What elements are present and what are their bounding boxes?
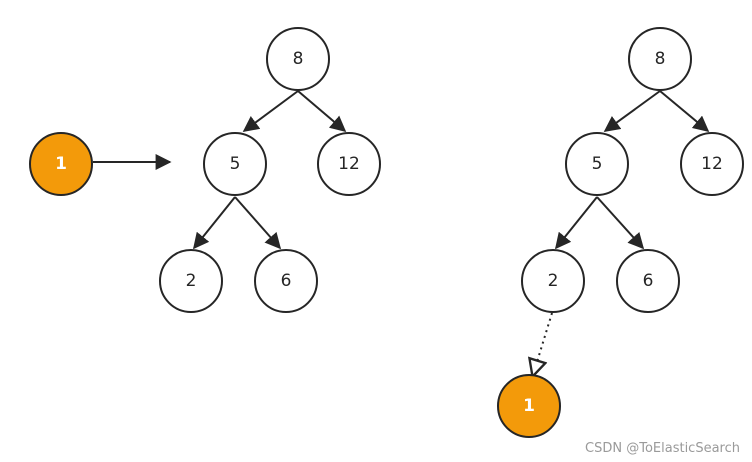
tree-node-left-left: 2 — [159, 249, 223, 313]
node-label: 5 — [230, 154, 241, 174]
node-label: 12 — [338, 154, 360, 174]
edge-2-to-1-dotted — [533, 312, 553, 375]
node-label: 8 — [293, 49, 304, 69]
watermark: CSDN @ToElasticSearch — [585, 441, 740, 456]
tree-node-left-left: 2 — [521, 249, 585, 313]
inserted-node: 1 — [497, 374, 561, 438]
node-label: 2 — [548, 271, 559, 291]
tree-node-left-right: 6 — [616, 249, 680, 313]
incoming-node: 1 — [29, 132, 93, 196]
edge-5-to-6 — [234, 196, 282, 250]
edge-8-to-5 — [603, 90, 661, 132]
node-label: 12 — [701, 154, 723, 174]
edge-5-to-2 — [192, 196, 236, 250]
tree-node-root: 8 — [266, 27, 330, 91]
node-label: 1 — [523, 396, 535, 416]
node-label: 6 — [643, 271, 654, 291]
edge-8-to-12 — [659, 90, 710, 133]
edge-5-to-6 — [596, 196, 645, 250]
node-label: 5 — [592, 154, 603, 174]
node-label: 8 — [655, 49, 666, 69]
tree-node-root: 8 — [628, 27, 692, 91]
tree-node-left: 5 — [203, 132, 267, 196]
node-label: 1 — [55, 154, 67, 174]
left-tree: 8 5 12 2 6 1 — [29, 27, 381, 313]
tree-node-right: 12 — [680, 132, 744, 196]
tree-node-left: 5 — [565, 132, 629, 196]
edge-8-to-5 — [242, 90, 299, 132]
edge-5-to-2 — [554, 196, 598, 250]
right-tree: 8 5 12 2 6 1 — [497, 27, 744, 438]
tree-node-left-right: 6 — [254, 249, 318, 313]
tree-node-right: 12 — [317, 132, 381, 196]
node-label: 6 — [281, 271, 292, 291]
node-label: 2 — [186, 271, 197, 291]
edge-8-to-12 — [297, 90, 347, 133]
